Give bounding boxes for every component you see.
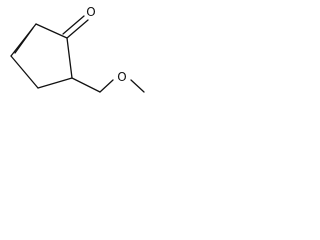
chemical-structure-diagram: O O bbox=[10, 5, 145, 93]
structure-canvas: O O bbox=[0, 0, 176, 100]
bond-c1-c2 bbox=[35, 23, 68, 39]
bond-o-ch3 bbox=[130, 79, 145, 93]
bond-carbonyl-1 bbox=[66, 19, 89, 39]
bond-c4-c5 bbox=[37, 77, 73, 89]
bond-carbonyl-2 bbox=[62, 15, 85, 35]
bond-c3-c4 bbox=[10, 55, 39, 89]
bond-c2-c3-double bbox=[14, 27, 34, 54]
bonds bbox=[10, 15, 145, 93]
bond-c5-c1 bbox=[66, 37, 73, 79]
ether-oxygen-label: O bbox=[117, 70, 126, 84]
carbonyl-oxygen-label: O bbox=[86, 5, 95, 19]
bond-c5-ch2 bbox=[71, 77, 101, 93]
bond-ch2-o bbox=[99, 79, 114, 93]
